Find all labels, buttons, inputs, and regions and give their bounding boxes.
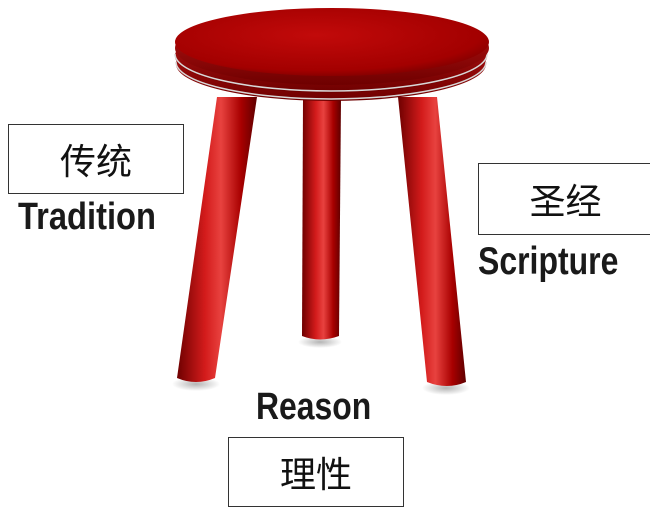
reason-label: Reason <box>256 386 372 428</box>
leg-tradition <box>177 97 257 382</box>
tradition-label: Tradition <box>18 196 156 238</box>
seat-top <box>175 8 489 76</box>
reason-chinese-box: 理性 <box>228 437 404 507</box>
scripture-label: Scripture <box>478 240 619 283</box>
leg-reason <box>302 99 341 340</box>
tradition-chinese-label: 传统 <box>59 142 132 183</box>
scripture-chinese-label: 圣经 <box>529 182 602 223</box>
leg-scripture <box>398 97 466 386</box>
scripture-chinese-box: 圣经 <box>478 163 650 235</box>
reason-chinese-label: 理性 <box>279 455 352 496</box>
leg-shadow <box>298 336 342 348</box>
tradition-chinese-box: 传统 <box>8 124 184 194</box>
leg-shadow <box>172 377 220 391</box>
